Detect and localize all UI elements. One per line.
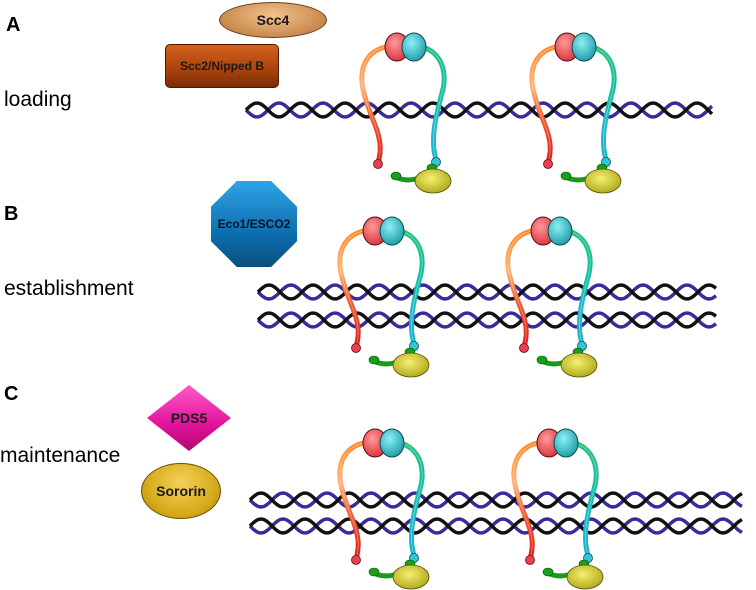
dna-strand-2 [244,101,714,119]
dna-strand-2 [248,517,743,535]
dna-helix-maintenance-bottom [248,517,743,535]
dna-helix-loading [244,101,714,119]
stage-label-establishment: establishment [4,277,134,300]
panel-b-letter: B [4,203,19,225]
panel-a-letter: A [6,14,21,36]
scc2-nipped-b-protein: Scc2/Nipped B [165,44,279,88]
dna-strand-1 [244,101,714,119]
stage-label-loading: loading [4,88,72,111]
sororin-protein: Sororin [141,463,221,519]
dna-strand-2 [256,311,718,329]
pds5-protein: PDS5 [147,385,231,451]
cohesin-ring-maintenance-1 [340,429,429,589]
eco1-esco2-protein: Eco1/ESCO2 [211,181,297,267]
cohesin-ring-maintenance-2 [514,429,603,589]
dna-strand-2 [248,491,743,509]
scc4-protein: Scc4 [219,2,327,38]
dna-strand-1 [256,311,718,329]
dna-strand-1 [256,283,718,301]
dna-helix-maintenance-top [248,491,743,509]
dna-strand-2 [256,283,718,301]
dna-strand-1 [248,491,743,509]
dna-helix-establishment-bottom [256,311,718,329]
cohesin-ring-loading-2 [532,33,621,193]
stage-label-maintenance: maintenance [0,444,121,467]
dna-strand-1 [248,517,743,535]
dna-helix-establishment-top [256,283,718,301]
panel-c-letter: C [4,383,19,405]
